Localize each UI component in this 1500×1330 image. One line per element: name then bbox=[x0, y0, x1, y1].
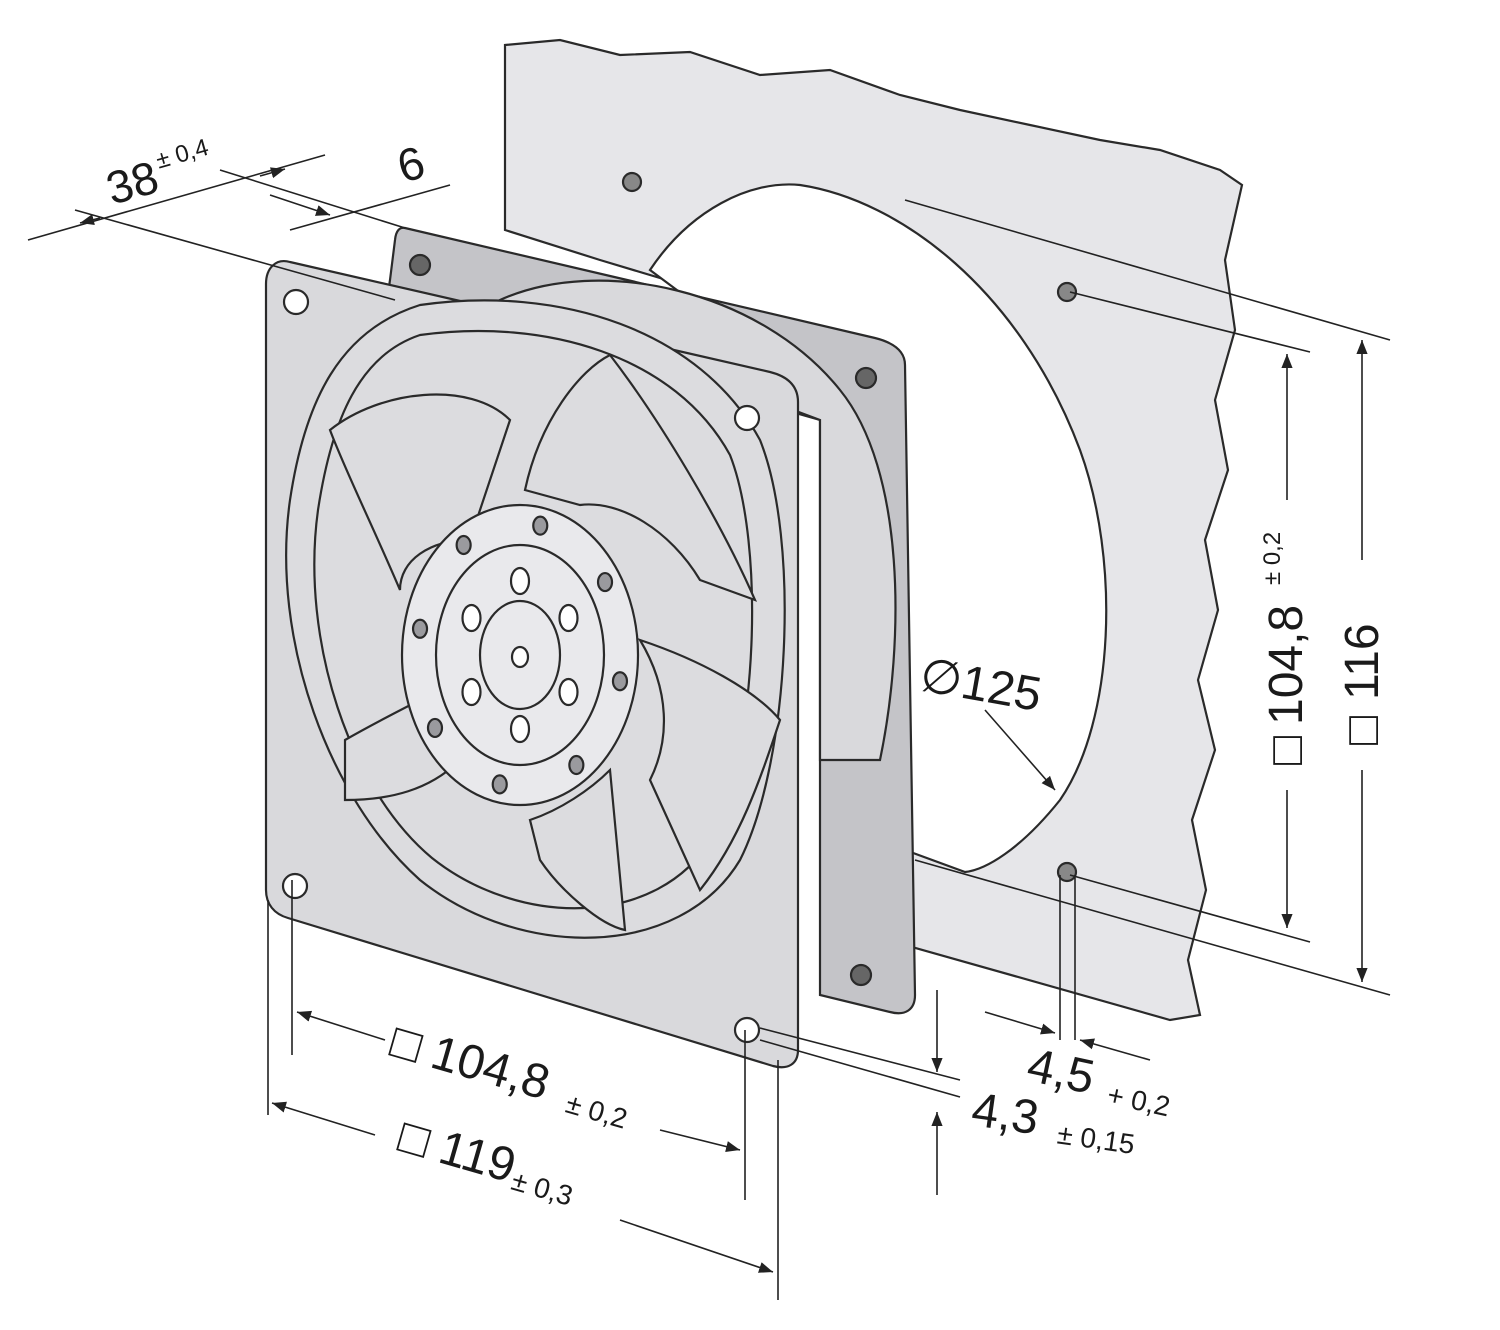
hub-hole bbox=[461, 603, 482, 633]
hub-hole bbox=[509, 714, 531, 744]
hub-rivet bbox=[411, 618, 429, 639]
size-vertical-prefix: □ bbox=[1336, 716, 1389, 745]
front-frame-holes bbox=[281, 288, 761, 1044]
panel-hole-top-right bbox=[1056, 281, 1078, 303]
hub-rivet bbox=[568, 754, 585, 776]
hub-hole bbox=[461, 677, 482, 707]
hub-rivet bbox=[532, 515, 549, 536]
panel-bore bbox=[648, 183, 1108, 874]
depth-value: 38 bbox=[100, 151, 164, 215]
front-hole-bottom-right bbox=[733, 1016, 761, 1044]
fan-blades bbox=[328, 353, 782, 932]
hub-hole bbox=[558, 677, 579, 707]
mount-hole-tolerance: + 0,2 bbox=[1105, 1079, 1173, 1122]
hub-center-hole bbox=[510, 645, 530, 669]
front-hole-top-left bbox=[282, 288, 310, 316]
hole-pitch-vertical-tolerance: ± 0,2 bbox=[1259, 532, 1286, 585]
fan-hole-tolerance: ± 0,15 bbox=[1055, 1118, 1136, 1160]
hole-pitch-vertical-value: 104,8 bbox=[1260, 605, 1313, 725]
dimension-lines bbox=[27, 154, 1391, 1300]
flange-value: 6 bbox=[391, 136, 430, 193]
size-vertical-value: 116 bbox=[1336, 623, 1389, 700]
hub-rivet bbox=[455, 534, 472, 556]
back-frame-hole-bottom-right bbox=[849, 963, 873, 987]
hub-hole bbox=[509, 566, 531, 596]
front-hole-top-right bbox=[733, 404, 761, 432]
fan-hub bbox=[400, 503, 640, 807]
size-horizontal-prefix: □ bbox=[393, 1110, 435, 1169]
hole-pitch-horizontal-value: 104,8 bbox=[425, 1026, 555, 1110]
size-horizontal-value: 119 bbox=[433, 1121, 521, 1193]
hub-rivet bbox=[596, 571, 614, 593]
hub-rivet bbox=[426, 717, 444, 739]
panel-hole-bottom-right bbox=[1056, 861, 1078, 883]
hub-hole bbox=[558, 603, 579, 633]
hub-rivet bbox=[611, 671, 629, 692]
hole-pitch-horizontal-tolerance: ± 0,2 bbox=[563, 1088, 631, 1135]
fan-hole-value: 4,3 bbox=[968, 1083, 1041, 1145]
mounting-panel bbox=[503, 38, 1244, 1022]
back-frame-hole-top-left bbox=[408, 253, 432, 277]
panel-hole-top-left bbox=[621, 171, 643, 193]
back-frame-hole-top-right bbox=[854, 366, 878, 390]
hub-rivet bbox=[491, 774, 508, 795]
depth-tolerance: ± 0,4 bbox=[153, 134, 212, 175]
front-hole-bottom-left bbox=[281, 872, 309, 900]
size-horizontal-tolerance: ± 0,3 bbox=[508, 1165, 576, 1212]
hole-pitch-horizontal-prefix: □ bbox=[385, 1015, 427, 1074]
hole-pitch-vertical-prefix: □ bbox=[1260, 736, 1313, 765]
